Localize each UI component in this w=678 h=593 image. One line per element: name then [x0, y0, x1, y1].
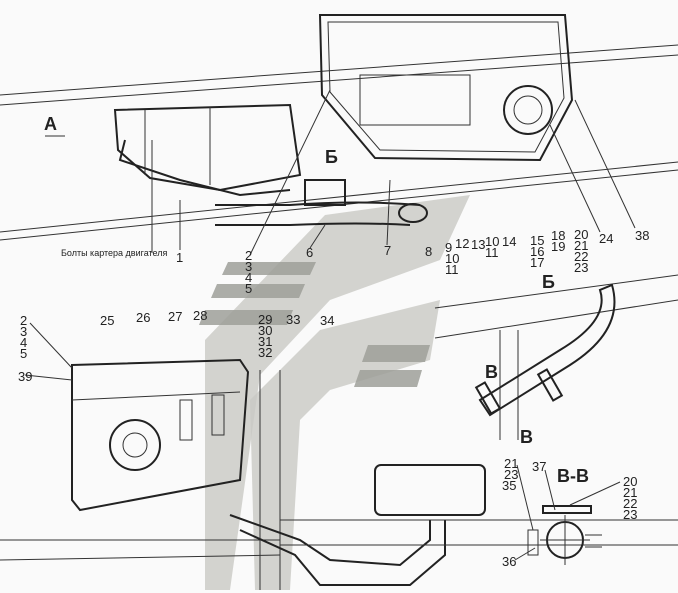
section-b-right [434, 274, 678, 440]
callout-22-vv: 22 [623, 496, 637, 511]
callout-10: 10 [445, 251, 459, 266]
callout-25: 25 [100, 313, 114, 328]
callout-36: 36 [502, 554, 516, 569]
callout-7: 7 [384, 243, 391, 258]
callout-39: 39 [18, 369, 32, 384]
callout-23-vv: 23 [504, 467, 518, 482]
callout-33: 33 [286, 312, 300, 327]
callout-3: 3 [245, 259, 252, 274]
watermark-logo [199, 195, 470, 590]
callout-11b: 11 [485, 245, 499, 260]
callout-8: 8 [425, 244, 432, 259]
view-a-label: А [44, 114, 57, 134]
callout-38: 38 [635, 228, 649, 243]
callout-30: 30 [258, 323, 272, 338]
callout-labels: А Б Б В В В-В Болты картера двигателя 1 … [18, 114, 649, 569]
callout-21: 21 [574, 238, 588, 253]
callout-11: 11 [445, 262, 459, 277]
callout-18: 18 [551, 228, 565, 243]
section-vv-label: В-В [557, 466, 589, 486]
callout-21-vv2: 21 [623, 485, 637, 500]
callout-6: 6 [306, 245, 313, 260]
callout-31: 31 [258, 334, 272, 349]
bottom-left-view [0, 358, 678, 590]
callout-10b: 10 [485, 234, 499, 249]
callout-23-vv2: 23 [623, 507, 637, 522]
callout-34: 34 [320, 313, 334, 328]
callout-17: 17 [530, 255, 544, 270]
callout-9: 9 [445, 240, 452, 255]
callout-2-left: 2 [20, 313, 27, 328]
callout-32: 32 [258, 345, 272, 360]
callout-14: 14 [502, 234, 516, 249]
callout-35: 35 [502, 478, 516, 493]
callout-13: 13 [471, 237, 485, 252]
callout-2: 2 [245, 248, 252, 263]
callout-16: 16 [530, 244, 544, 259]
callout-26: 26 [136, 310, 150, 325]
engine-bolts-note: Болты картера двигателя [61, 248, 167, 258]
callout-22: 22 [574, 249, 588, 264]
callout-20-vv: 20 [623, 474, 637, 489]
section-b-label-right: Б [542, 272, 555, 292]
callout-24: 24 [599, 231, 613, 246]
section-vv [527, 505, 602, 565]
section-v-label-1: В [485, 362, 498, 382]
leader-lines [24, 89, 636, 561]
callout-4-left: 4 [20, 335, 27, 350]
top-view-frame [0, 14, 678, 241]
section-b-label: Б [325, 147, 338, 167]
section-v-label-2: В [520, 427, 533, 447]
callout-4: 4 [245, 270, 252, 285]
callout-20: 20 [574, 227, 588, 242]
callout-1: 1 [176, 250, 183, 265]
callout-5: 5 [245, 281, 252, 296]
callout-21-vv: 21 [504, 456, 518, 471]
callout-5-left: 5 [20, 346, 27, 361]
callout-15: 15 [530, 233, 544, 248]
callout-28: 28 [193, 308, 207, 323]
callout-37: 37 [532, 459, 546, 474]
callout-3-left: 3 [20, 324, 27, 339]
callout-12: 12 [455, 236, 469, 251]
callout-23: 23 [574, 260, 588, 275]
callout-27: 27 [168, 309, 182, 324]
callout-29: 29 [258, 312, 272, 327]
callout-19: 19 [551, 239, 565, 254]
